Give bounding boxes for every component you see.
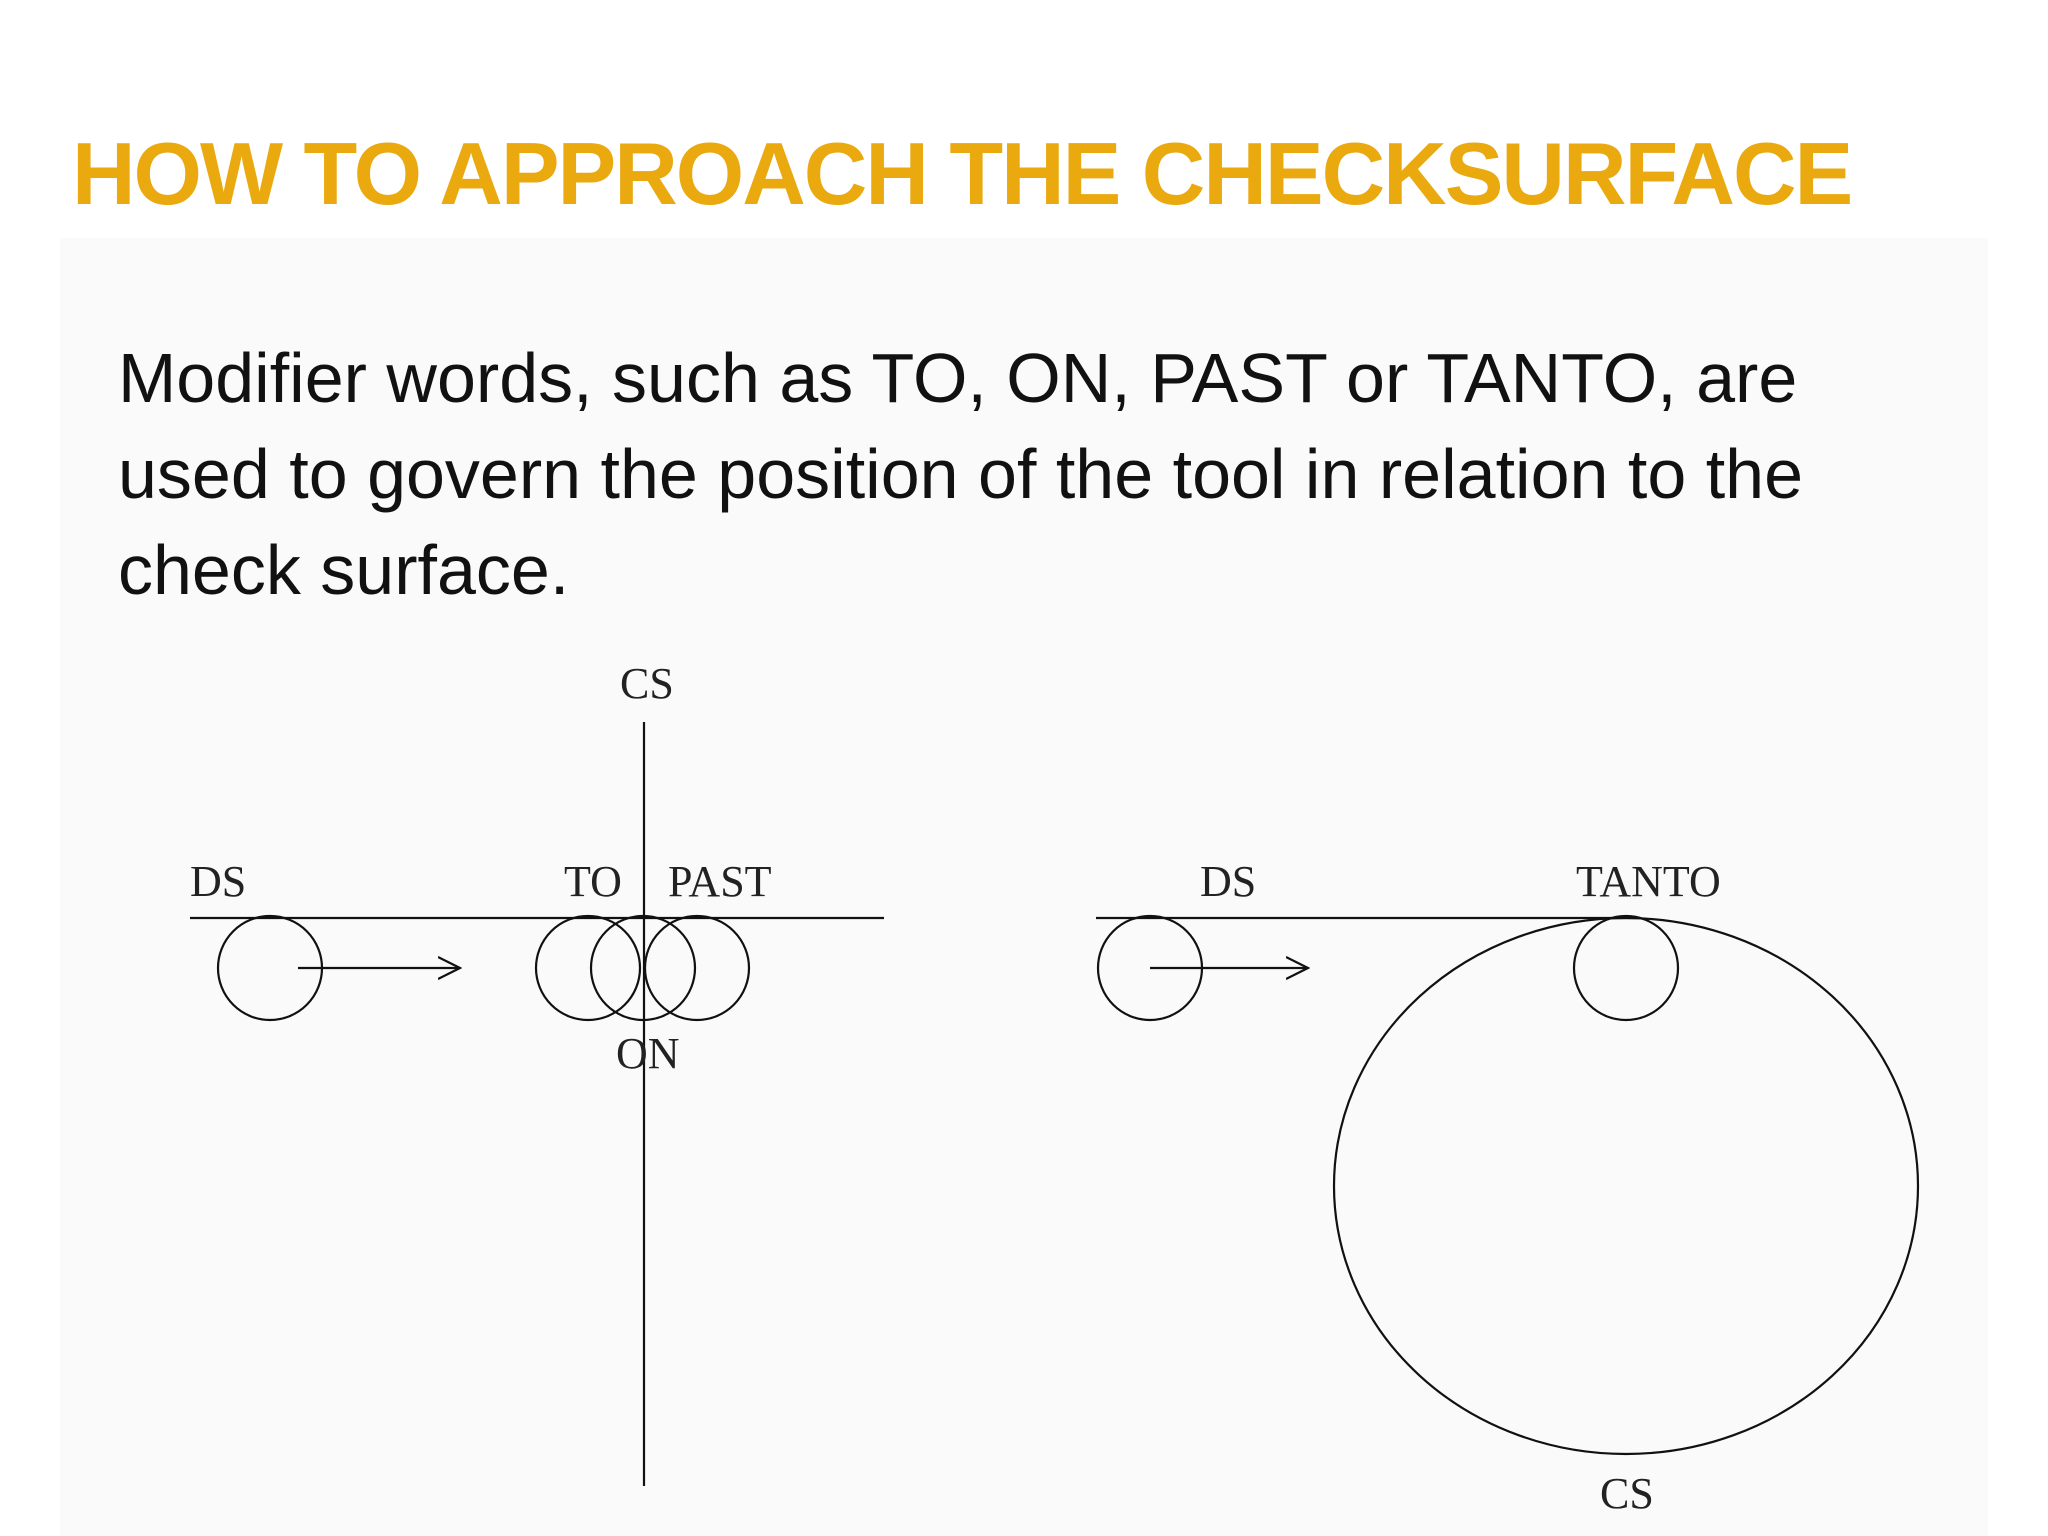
- to-label: TO: [564, 857, 622, 906]
- tool-tanto-circle: [1572, 914, 1680, 1022]
- on-label: ON: [616, 1029, 680, 1078]
- tool-on-circle: [589, 914, 697, 1022]
- tool-past-circle: [643, 914, 751, 1022]
- content-panel: [60, 238, 1988, 1536]
- right-diagram: DS TANTO CS: [1096, 857, 1920, 1518]
- right-ds-label: DS: [1200, 857, 1256, 906]
- left-diagram: CS DS TO PAST ON: [190, 659, 884, 1486]
- right-check-surface-circle: [1332, 916, 1920, 1456]
- tool-to-circle: [534, 914, 642, 1022]
- tanto-label: TANTO: [1576, 857, 1721, 906]
- slide-body-text: Modifier words, such as TO, ON, PAST or …: [118, 339, 1804, 609]
- past-label: PAST: [668, 857, 772, 906]
- left-cs-label: CS: [620, 659, 674, 708]
- slide-title: HOW TO APPROACH THE CHECKSURFACE: [72, 124, 1853, 223]
- right-cs-label: CS: [1600, 1469, 1654, 1518]
- left-ds-label: DS: [190, 857, 246, 906]
